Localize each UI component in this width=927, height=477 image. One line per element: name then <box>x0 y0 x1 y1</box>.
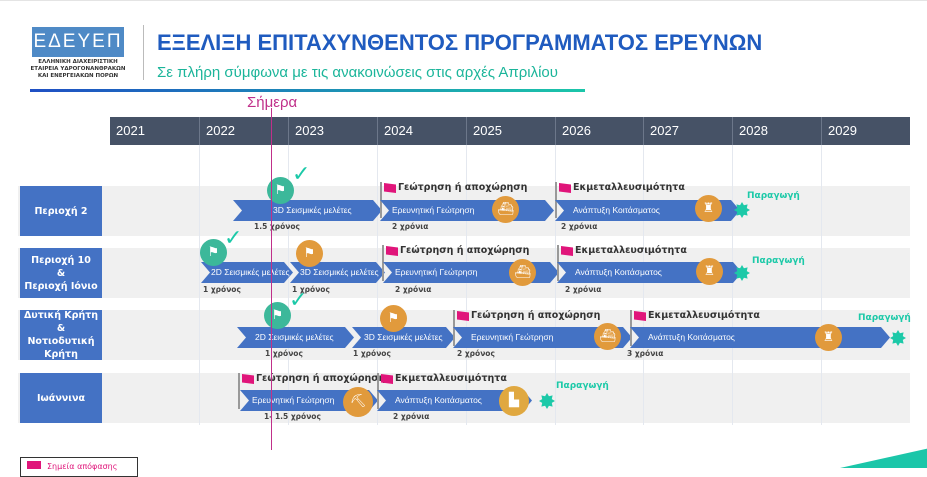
row-label: Δυτική Κρήτη & Νοτιοδυτική Κρήτη <box>20 310 102 360</box>
production-star-icon <box>734 265 750 281</box>
milestone-label: Εκμεταλλευσιμότητα <box>575 245 687 256</box>
phase-bar: 3D Σεισμικές μελέτες <box>290 262 385 283</box>
milestone-label: Εκμεταλλευσιμότητα <box>648 310 760 321</box>
grid-line <box>732 145 733 425</box>
phase-duration: 1 χρόνος <box>203 285 241 294</box>
row-label: Περιοχή 10 & Περιοχή Ιόνιο <box>20 248 102 298</box>
phase-bar: Ανάπτυξη Κοιτάσματος <box>630 327 890 348</box>
milestone-label: Εκμεταλλευσιμότητα <box>573 182 685 193</box>
phase-bar: 2D Σεισμικές μελέτες <box>201 262 293 283</box>
milestone-label: Γεώτρηση ή αποχώρηση <box>471 310 601 321</box>
milestone-label: Γεώτρηση ή αποχώρηση <box>398 182 528 193</box>
check-icon: ✓ <box>289 288 308 313</box>
top-border <box>0 0 927 1</box>
oil-platform-icon: ♜ <box>815 324 842 351</box>
seismic-survey-icon: ⚑ <box>380 305 407 332</box>
grid-line <box>288 145 289 425</box>
production-label: Παραγωγή <box>858 313 911 323</box>
production-star-icon <box>890 330 906 346</box>
decorative-swoosh <box>840 448 927 468</box>
decision-milestone: Γεώτρηση ή αποχώρηση <box>382 245 529 281</box>
check-icon: ✓ <box>224 226 243 251</box>
phase-duration: 2 χρόνια <box>392 222 429 231</box>
phase-bar: Ανάπτυξη Κοιτάσματος <box>557 262 742 283</box>
milestone-label: Γεώτρηση ή αποχώρηση <box>400 245 530 256</box>
year-label: 2022 <box>199 117 288 145</box>
year-label: 2027 <box>643 117 732 145</box>
grid-line <box>643 145 644 425</box>
logo-subtitle: ΕΛΛΗΝΙΚΗ ΔΙΑΧΕΙΡΙΣΤΙΚΗ ΕΤΑΙΡΕΙΑ ΥΔΡΟΓΟΝΑ… <box>30 59 126 79</box>
phase-duration: 2 χρόνια <box>565 285 602 294</box>
phase-bar: Ανάπτυξη Κοιτάσματος <box>555 200 740 221</box>
today-line <box>271 108 272 450</box>
milestone-label: Γεώτρηση ή αποχώρηση <box>256 373 386 384</box>
oil-platform-icon: ♜ <box>695 195 722 222</box>
phase-duration: 1 χρόνος <box>292 285 330 294</box>
phase-bar: Ανάπτυξη Κοιτάσματος <box>377 390 532 411</box>
flag-icon <box>457 311 469 321</box>
phase-duration: 1- 1.5 χρόνος <box>264 412 321 421</box>
phase-duration: 2 χρόνια <box>395 285 432 294</box>
header-rule <box>30 89 585 92</box>
logo: ΕΔΕΥΕΠ <box>32 27 124 57</box>
phase-bar: Ερευνητική Γεώτρηση <box>453 327 632 348</box>
oil-platform-icon: ♜ <box>696 258 723 285</box>
grid-line <box>821 145 822 425</box>
flag-icon <box>559 183 571 193</box>
year-axis: 2021 2022 2023 2024 2025 2026 2027 2028 … <box>110 117 910 145</box>
production-label: Παραγωγή <box>747 191 800 201</box>
year-label: 2028 <box>732 117 821 145</box>
flag-icon <box>384 183 396 193</box>
flag-icon <box>561 246 573 256</box>
year-label: 2023 <box>288 117 377 145</box>
page-title: ΕΞΕΛΙΞΗ ΕΠΙΤΑΧΥΝΘΕΝΤΟΣ ΠΡΟΓΡΑΜΜΑΤΟΣ ΕΡΕΥ… <box>157 30 763 55</box>
seismic-survey-icon: ⚑ <box>200 239 227 266</box>
grid-line <box>466 145 467 425</box>
year-label: 2029 <box>821 117 910 145</box>
legend: Σημεία απόφασης <box>20 457 138 477</box>
phase-duration: 2 χρόνος <box>457 349 495 358</box>
phase-bar: 3D Σεισμικές μελέτες <box>352 327 455 348</box>
production-label: Παραγωγή <box>752 256 805 266</box>
page-subtitle: Σε πλήρη σύμφωνα με τις ανακοινώσεις στι… <box>157 64 558 81</box>
seismic-survey-icon: ⚑ <box>296 240 323 267</box>
production-star-icon <box>539 393 555 409</box>
year-label: 2024 <box>377 117 466 145</box>
grid-line <box>555 145 556 425</box>
drill-ship-icon: ⛴ <box>492 196 519 223</box>
grid-line <box>377 145 378 425</box>
flag-icon <box>381 374 393 384</box>
header-divider <box>143 25 144 80</box>
phase-bar: 2D Σεισμικές μελέτες <box>237 327 354 348</box>
row-label: Ιωάννινα <box>20 373 102 423</box>
milestone-label: Εκμεταλλευσιμότητα <box>395 373 507 384</box>
factory-icon: ▙ <box>499 386 529 416</box>
oil-pump-icon: ⛏ <box>343 387 373 417</box>
drill-ship-icon: ⛴ <box>594 323 621 350</box>
row-label: Περιοχή 2 <box>20 186 102 236</box>
phase-duration: 2 χρόνια <box>561 222 598 231</box>
phase-duration: 1 χρόνος <box>353 349 391 358</box>
phase-duration: 3 χρόνια <box>627 349 664 358</box>
today-label: Σήμερα <box>247 94 298 111</box>
phase-duration: 1 χρόνος <box>265 349 303 358</box>
flag-icon <box>27 461 41 469</box>
seismic-survey-icon: ⚑ <box>264 302 291 329</box>
grid-line <box>199 145 200 425</box>
flag-icon <box>634 311 646 321</box>
flag-icon <box>386 246 398 256</box>
production-star-icon <box>734 202 750 218</box>
year-label: 2025 <box>466 117 555 145</box>
phase-bar: Ερευνητική Γεώτρηση <box>380 200 554 221</box>
year-label: 2021 <box>116 123 145 138</box>
flag-icon <box>242 374 254 384</box>
phase-duration: 2 χρόνια <box>393 412 430 421</box>
phase-bar: 3D Σεισμικές μελέτες <box>233 200 382 221</box>
check-icon: ✓ <box>292 162 311 187</box>
drill-ship-icon: ⛴ <box>509 259 536 286</box>
decision-milestone: Γεώτρηση ή αποχώρηση <box>238 373 385 409</box>
year-label: 2026 <box>555 117 644 145</box>
phase-duration: 1.5 χρόνος <box>254 222 300 231</box>
production-label: Παραγωγή <box>556 381 609 391</box>
